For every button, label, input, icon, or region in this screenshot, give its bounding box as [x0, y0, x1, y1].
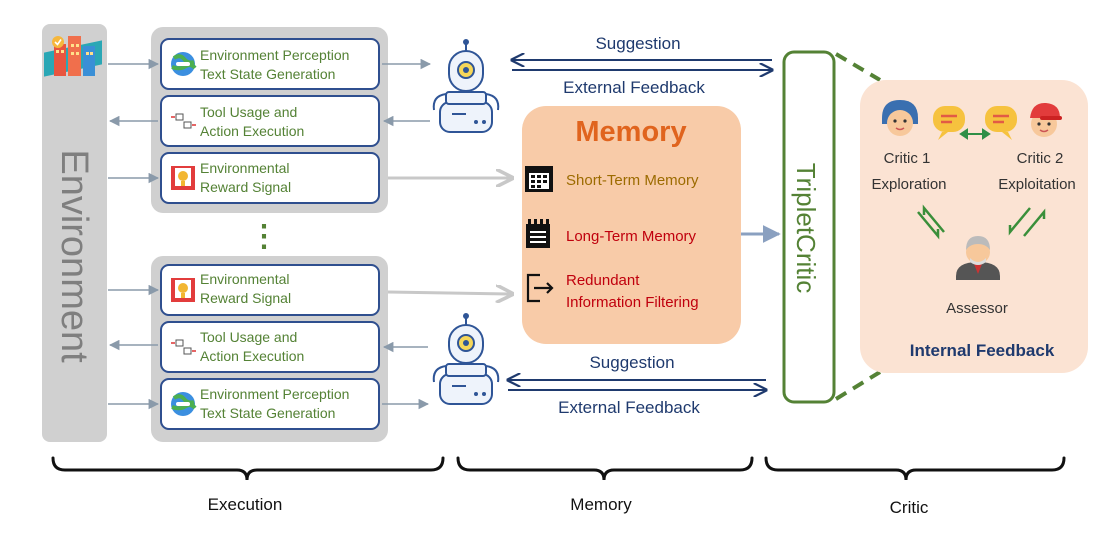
assessor-avatar-icon [956, 236, 1000, 280]
bottom-feedback-label: External Feedback [558, 398, 700, 417]
robot-bottom-icon [432, 313, 500, 405]
critic2-label-line1: Critic 2 [1017, 150, 1064, 167]
bottom-exchange-arrows [508, 380, 766, 390]
exec-top-box3-line1: Environmental [200, 160, 290, 176]
exec-robot-connectors [382, 58, 432, 410]
globe-icon [171, 52, 197, 76]
exec-top-box-perception[interactable]: Environment Perception Text State Genera… [160, 38, 380, 90]
triplet-critic-label: TripletCritic [791, 163, 821, 293]
critic1-avatar-icon [882, 100, 918, 136]
memory-item-filter-line1: Redundant [566, 272, 640, 289]
robot-top-icon [432, 39, 500, 133]
exec-bottom-box1-line2: Reward Signal [200, 290, 291, 306]
memory-item-filter-line2: Information Filtering [566, 294, 699, 311]
environment-label: Environment [53, 149, 95, 363]
section-label-execution: Execution [208, 495, 283, 514]
exec-top-box3-line2: Reward Signal [200, 179, 291, 195]
bottom-suggestion-label: Suggestion [589, 353, 674, 372]
exec-top-box2-line1: Tool Usage and [200, 104, 297, 120]
critic1-label-line2: Exploration [871, 176, 946, 193]
environment-panel [42, 24, 107, 442]
exec-bottom-box2-line1: Tool Usage and [200, 329, 297, 345]
exec-top-box1-line2: Text State Generation [200, 66, 335, 82]
section-label-critic: Critic [890, 498, 929, 517]
tool-exchange-icon [171, 113, 196, 129]
env-exec-connectors [108, 58, 160, 410]
exec-bottom-box-tool-usage[interactable]: Tool Usage and Action Execution [160, 321, 380, 373]
reward-trophy-icon [171, 166, 195, 190]
critic1-assessor-arrows [917, 204, 945, 240]
exec-top-box1-line1: Environment Perception [200, 47, 349, 63]
exec-bottom-box3-line2: Text State Generation [200, 405, 335, 421]
assessor-label: Assessor [946, 300, 1008, 317]
exec-top-box-tool-usage[interactable]: Tool Usage and Action Execution [160, 95, 380, 147]
chat-bubble-left-icon [933, 106, 965, 140]
critic2-assessor-arrows [1008, 207, 1046, 237]
city-icon [44, 36, 102, 77]
chat-bubble-right-icon [985, 106, 1017, 140]
filter-export-icon [526, 273, 554, 303]
critic1-label-line1: Critic 1 [884, 150, 931, 167]
globe-icon [171, 392, 197, 416]
critic2-avatar-icon [1030, 102, 1062, 137]
exec-memory-connectors [387, 178, 512, 294]
exec-bottom-box-perception[interactable]: Environment Perception Text State Genera… [160, 378, 380, 430]
top-feedback-label: External Feedback [563, 78, 705, 97]
exchange-arrow-icon [959, 128, 991, 140]
execution-ellipsis: ⋮ [249, 220, 279, 253]
notepad-icon [526, 219, 550, 248]
critic-dashed-connectors [834, 52, 882, 401]
memory-item-long-term: Long-Term Memory [566, 228, 697, 245]
section-braces [51, 456, 1066, 481]
exec-bottom-box1-line1: Environmental [200, 271, 290, 287]
exec-bottom-box-reward[interactable]: Environmental Reward Signal [160, 264, 380, 316]
calendar-icon [525, 166, 553, 192]
memory-panel [522, 106, 741, 344]
memory-title: Memory [575, 116, 686, 148]
top-exchange-arrows [512, 60, 772, 70]
section-label-memory: Memory [570, 495, 632, 514]
top-suggestion-label: Suggestion [595, 34, 680, 53]
exec-top-box2-line2: Action Execution [200, 123, 304, 139]
tool-exchange-icon [171, 339, 196, 355]
triplet-critic-box[interactable] [782, 50, 836, 404]
exec-bottom-box3-line1: Environment Perception [200, 386, 349, 402]
critic-panel [860, 80, 1088, 373]
exec-top-box-reward[interactable]: Environmental Reward Signal [160, 152, 380, 204]
memory-item-short-term: Short-Term Memory [566, 172, 699, 189]
internal-feedback-label: Internal Feedback [910, 341, 1055, 360]
critic2-label-line2: Exploitation [998, 176, 1076, 193]
exec-bottom-box2-line2: Action Execution [200, 348, 304, 364]
reward-trophy-icon [171, 278, 195, 302]
